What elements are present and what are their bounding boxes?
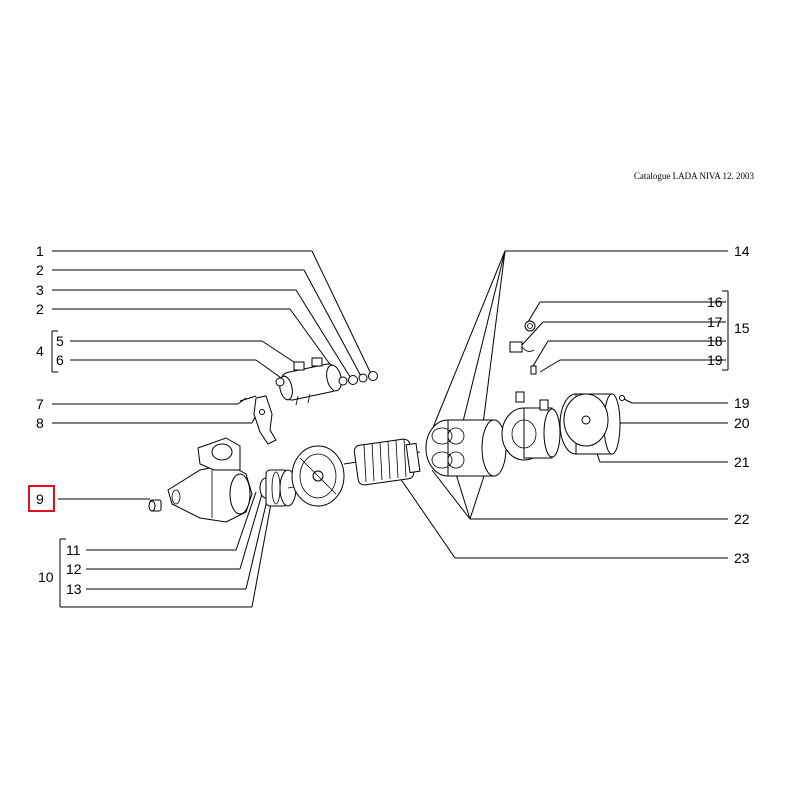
right-callouts: 14 15 16 17 18 19 19 20 21 22 23 bbox=[707, 243, 750, 566]
callout-12[interactable]: 12 bbox=[66, 561, 82, 577]
callout-8[interactable]: 8 bbox=[36, 415, 44, 431]
callout-23[interactable]: 23 bbox=[734, 550, 750, 566]
callout-17[interactable]: 17 bbox=[707, 314, 723, 330]
field-housing-part bbox=[425, 419, 507, 477]
callout-19-second[interactable]: 19 bbox=[734, 395, 750, 411]
callout-9[interactable]: 9 bbox=[36, 491, 44, 507]
screw-part bbox=[619, 395, 633, 404]
intermediate-plate-part bbox=[291, 445, 345, 507]
callout-18[interactable]: 18 bbox=[707, 333, 723, 349]
solenoid-relay-part bbox=[275, 357, 342, 406]
callout-2[interactable]: 2 bbox=[36, 262, 44, 278]
callout-21[interactable]: 21 bbox=[734, 454, 750, 470]
callout-15[interactable]: 15 bbox=[734, 320, 750, 336]
callout-4[interactable]: 4 bbox=[36, 343, 44, 359]
callout-10[interactable]: 10 bbox=[38, 569, 54, 585]
armature-part bbox=[343, 438, 421, 486]
drive-pinion-part bbox=[259, 469, 301, 507]
bushing-part bbox=[148, 499, 162, 512]
drive-housing-part bbox=[167, 437, 253, 523]
brush-spring-part bbox=[509, 320, 537, 375]
end-cover-part bbox=[559, 393, 621, 455]
callout-6[interactable]: 6 bbox=[56, 352, 64, 368]
callout-1[interactable]: 1 bbox=[36, 243, 44, 259]
callout-14[interactable]: 14 bbox=[734, 243, 750, 259]
left-callouts: 1 2 3 2 4 5 6 7 8 9 10 11 12 13 bbox=[28, 243, 82, 597]
callout-19[interactable]: 19 bbox=[707, 352, 723, 368]
selected-callout-highlight bbox=[28, 485, 55, 512]
callout-22[interactable]: 22 bbox=[734, 511, 750, 527]
callout-7[interactable]: 7 bbox=[36, 396, 44, 412]
callout-16[interactable]: 16 bbox=[707, 294, 723, 310]
callout-11[interactable]: 11 bbox=[66, 542, 81, 558]
callout-5[interactable]: 5 bbox=[56, 333, 64, 349]
nuts-washers-part bbox=[338, 371, 378, 386]
brush-holder-part bbox=[501, 391, 561, 461]
left-leader-lines bbox=[51, 250, 373, 608]
callout-20[interactable]: 20 bbox=[734, 415, 750, 431]
lever-pin-part bbox=[239, 395, 277, 445]
callout-2-second[interactable]: 2 bbox=[36, 301, 44, 317]
callout-3[interactable]: 3 bbox=[36, 282, 44, 298]
catalogue-header: Catalogue LADA NIVA 12. 2003 bbox=[634, 171, 755, 181]
callout-13[interactable]: 13 bbox=[66, 581, 82, 597]
